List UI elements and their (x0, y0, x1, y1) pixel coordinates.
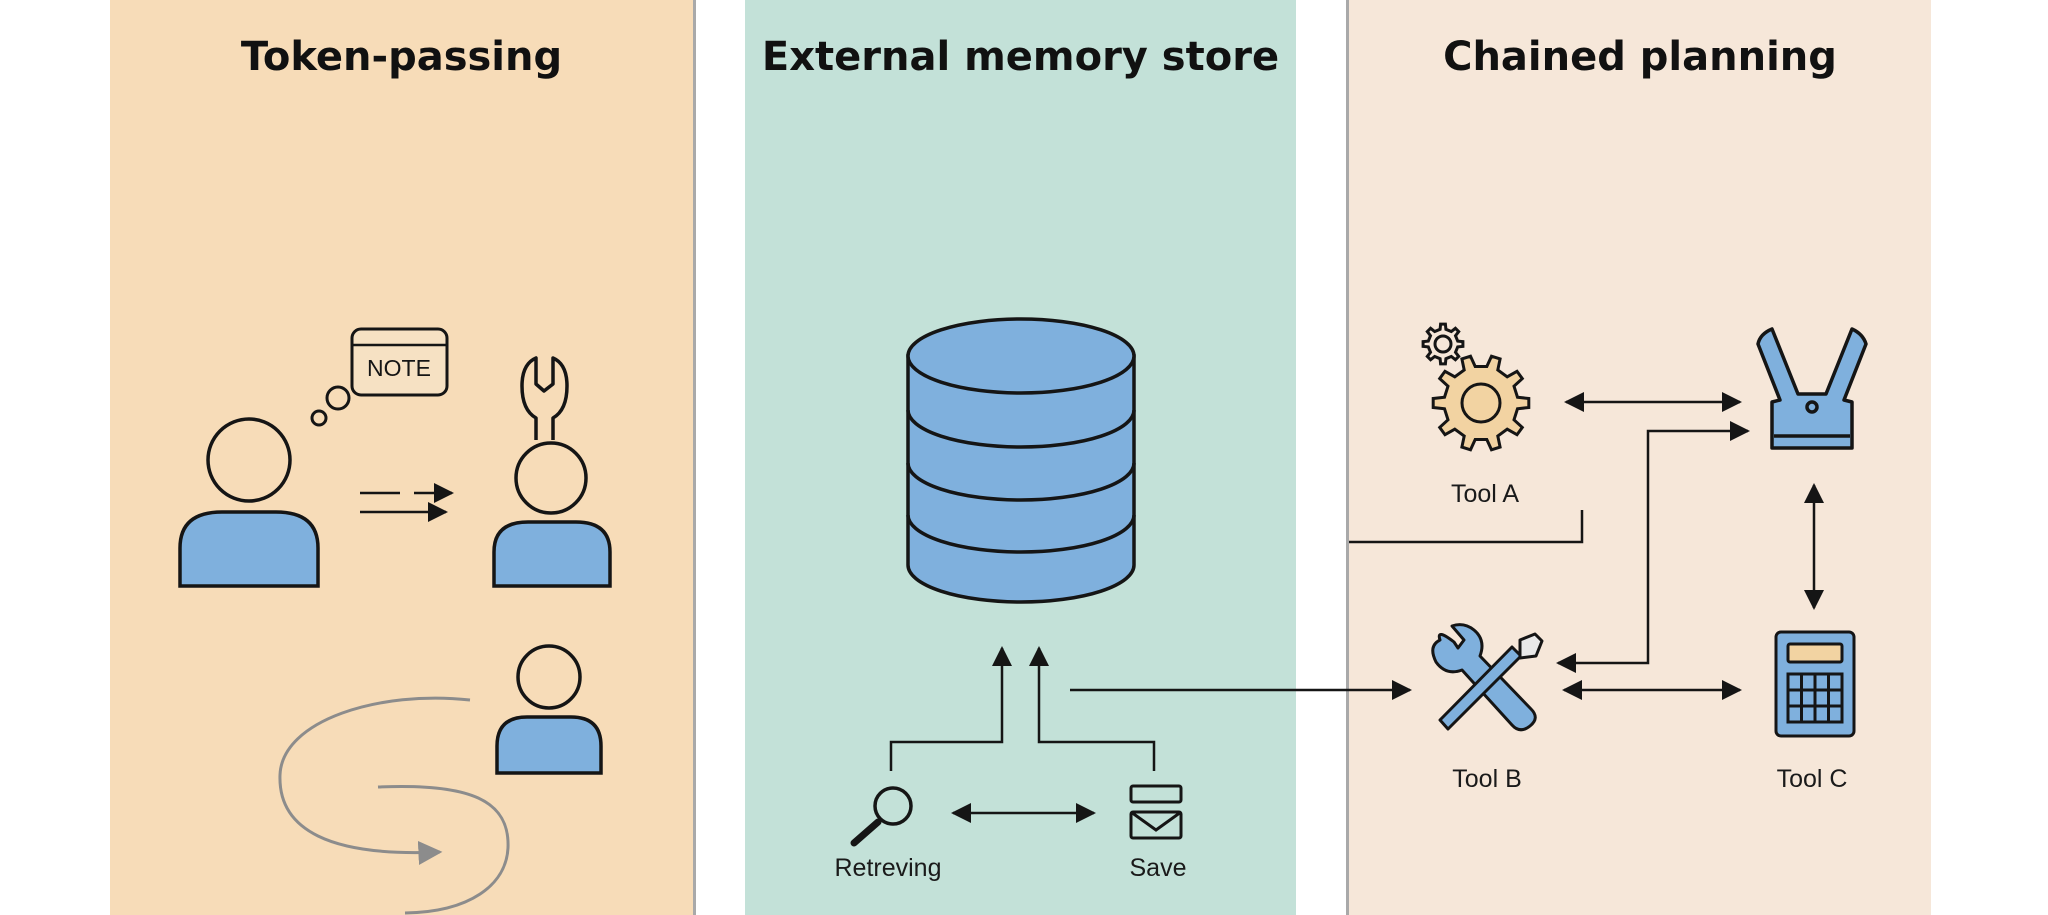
loop-arrow-icon (278, 696, 510, 915)
save-tray-icon (1129, 784, 1183, 840)
calculator-key (1813, 704, 1830, 724)
note-label: NOTE (367, 355, 431, 381)
panel-divider-right (1346, 0, 1349, 915)
magnifier-icon (850, 786, 913, 847)
wrench-screwdriver-icon (1431, 623, 1544, 732)
gear-hole (1433, 334, 1453, 354)
tool-b-label: Tool B (1452, 765, 1522, 793)
calculator-key (1827, 672, 1844, 692)
wrench-person-icon (492, 356, 612, 588)
tool-a-label: Tool A (1450, 480, 1520, 508)
dashed-arrow-icon (360, 493, 452, 522)
calculator-key (1813, 672, 1830, 692)
database-icon (906, 317, 1136, 604)
calculator-key (1800, 704, 1817, 724)
calculator-key (1827, 688, 1844, 708)
panel-title-external-memory: External memory store (761, 34, 1280, 80)
gear-shape (1421, 322, 1465, 366)
calculator-key (1786, 688, 1803, 708)
note-icon (350, 327, 449, 397)
retrieve-arrow-connector (889, 646, 1012, 771)
tool-c-label: Tool C (1776, 765, 1848, 793)
calculator-key (1813, 688, 1830, 708)
person-icon-sender (178, 417, 320, 588)
calculator-key (1800, 672, 1817, 692)
calculator-icon (1774, 630, 1856, 738)
connector-line-tool-a (1349, 510, 1584, 544)
save-arrow-connector (1029, 646, 1156, 771)
thought-bubble-icon (310, 385, 351, 427)
gear-icon (1421, 322, 1531, 452)
calculator-key (1827, 704, 1844, 724)
calculator-screen (1786, 642, 1844, 664)
calculator-key (1786, 704, 1803, 724)
person-icon-receiver (495, 644, 603, 775)
panel-title-token-passing: Token-passing (240, 34, 563, 80)
calculator-key (1800, 688, 1817, 708)
save-label: Save (1129, 854, 1187, 882)
panel-title-chained-planning: Chained planning (1443, 34, 1837, 80)
retrieve-label: Retreving (834, 854, 942, 882)
gear-shape (1431, 354, 1531, 452)
gear-hole (1460, 382, 1502, 424)
tool-b-robot-arrow (1556, 421, 1750, 673)
robot-arm-icon (1756, 327, 1868, 450)
calculator-key (1786, 672, 1803, 692)
panel-divider-left (693, 0, 696, 915)
